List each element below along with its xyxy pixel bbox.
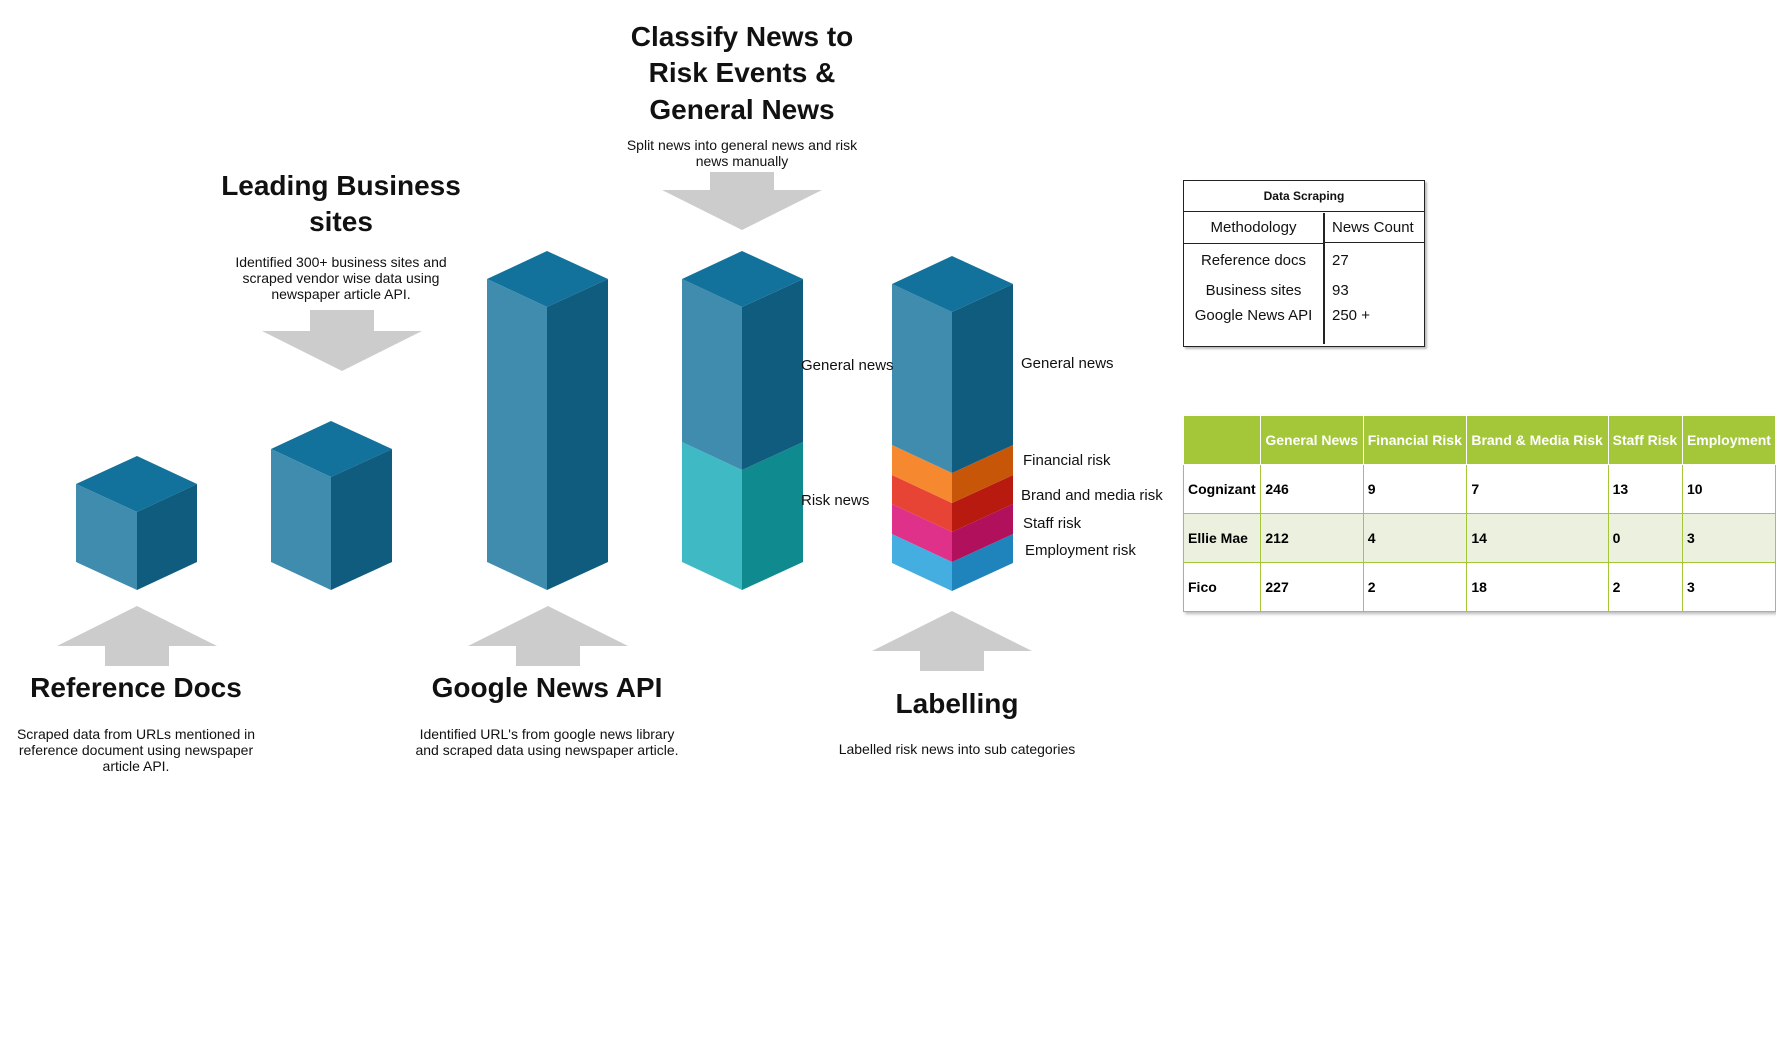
table-header-cell: Brand & Media Risk xyxy=(1466,415,1609,465)
column-labelling xyxy=(892,256,1013,591)
column-google-news xyxy=(487,251,608,590)
label-financial-risk: Financial risk xyxy=(1023,452,1111,469)
news-count-header: News Count xyxy=(1325,213,1424,243)
table-cell: 14 xyxy=(1466,513,1609,563)
classify-general-news-label: General news xyxy=(801,357,894,374)
methodology-cell: Google News API xyxy=(1194,307,1313,324)
cube-business-sites xyxy=(271,421,392,590)
classify-risk-news-label: Risk news xyxy=(801,492,870,509)
table-cell: 3 xyxy=(1681,513,1776,563)
label-staff-risk: Staff risk xyxy=(1023,515,1082,532)
table-cell: 4 xyxy=(1362,513,1468,563)
column-classify xyxy=(682,251,803,590)
table-cell: 246 xyxy=(1260,464,1364,514)
staff-risk-block xyxy=(892,504,952,562)
table-header-cell: General News xyxy=(1260,415,1364,465)
arrow-down-business xyxy=(262,310,422,371)
news-count-cell: 250 + xyxy=(1332,307,1370,324)
risk-news-block xyxy=(682,442,742,590)
company-news-table: General News Financial Risk Brand & Medi… xyxy=(1182,415,1776,612)
business-sites-title: Leading Business sites xyxy=(221,170,461,238)
table-cell: 0 xyxy=(1607,513,1683,563)
business-sites-description: Identified 300+ business sites and scrap… xyxy=(235,254,447,303)
labelling-description: Labelled risk news into sub categories xyxy=(838,741,1076,757)
table-cell: 18 xyxy=(1466,562,1609,612)
table-cell: 10 xyxy=(1681,464,1776,514)
employment-risk-block xyxy=(892,534,952,591)
arrow-up-reference xyxy=(57,606,217,666)
reference-docs-description: Scraped data from URLs mentioned in refe… xyxy=(16,726,256,775)
general-news-block xyxy=(892,284,952,473)
table-header-cell: Employment xyxy=(1681,415,1776,465)
table-header-cell xyxy=(1182,415,1262,465)
classify-description: Split news into general news and risk ne… xyxy=(626,137,858,170)
general-news-block xyxy=(682,279,742,470)
google-news-title: Google News API xyxy=(431,672,663,703)
table-header-cell: Staff Risk xyxy=(1607,415,1683,465)
methodology-header: Methodology xyxy=(1184,213,1323,244)
label-general-news: General news xyxy=(1021,355,1114,372)
table-cell: 9 xyxy=(1362,464,1468,514)
arrow-up-labelling xyxy=(872,611,1032,671)
arrow-up-google xyxy=(468,606,628,666)
news-count-cell: 27 xyxy=(1332,252,1349,269)
label-brand-media-risk: Brand and media risk xyxy=(1021,487,1163,504)
labelling-title: Labelling xyxy=(895,688,1019,719)
table-cell: 212 xyxy=(1260,513,1364,563)
table-cell: 2 xyxy=(1362,562,1468,612)
data-scraping-table: Data Scraping Methodology News Count Ref… xyxy=(1183,180,1425,347)
company-name-cell: Cognizant xyxy=(1182,464,1262,514)
table-cell: 3 xyxy=(1681,562,1776,612)
column-divider xyxy=(1323,213,1325,344)
table-row: Fico 227 2 18 2 3 xyxy=(1182,562,1776,612)
company-name-cell: Ellie Mae xyxy=(1182,513,1262,563)
table-cell: 2 xyxy=(1607,562,1683,612)
methodology-cell: Business sites xyxy=(1205,282,1302,299)
table-cell: 13 xyxy=(1607,464,1683,514)
cube-reference-docs xyxy=(76,456,197,590)
table-row: Cognizant 246 9 7 13 10 xyxy=(1182,464,1776,514)
table-cell: 7 xyxy=(1466,464,1609,514)
table-cell: 227 xyxy=(1260,562,1364,612)
news-count-cell: 93 xyxy=(1332,282,1349,299)
financial-risk-block xyxy=(892,445,952,503)
table-row: Ellie Mae 212 4 14 0 3 xyxy=(1182,513,1776,563)
label-employment-risk: Employment risk xyxy=(1025,542,1136,559)
google-news-description: Identified URL's from google news librar… xyxy=(415,726,679,759)
methodology-cell: Reference docs xyxy=(1200,252,1307,269)
table-header-cell: Financial Risk xyxy=(1362,415,1468,465)
data-scraping-title: Data Scraping xyxy=(1184,181,1424,212)
table-header-row: General News Financial Risk Brand & Medi… xyxy=(1182,415,1776,465)
brand-risk-block xyxy=(892,475,952,532)
arrow-down-classify xyxy=(662,172,822,230)
classify-title: Classify News to Risk Events & General N… xyxy=(630,21,854,125)
company-name-cell: Fico xyxy=(1182,562,1262,612)
reference-docs-title: Reference Docs xyxy=(30,672,242,703)
